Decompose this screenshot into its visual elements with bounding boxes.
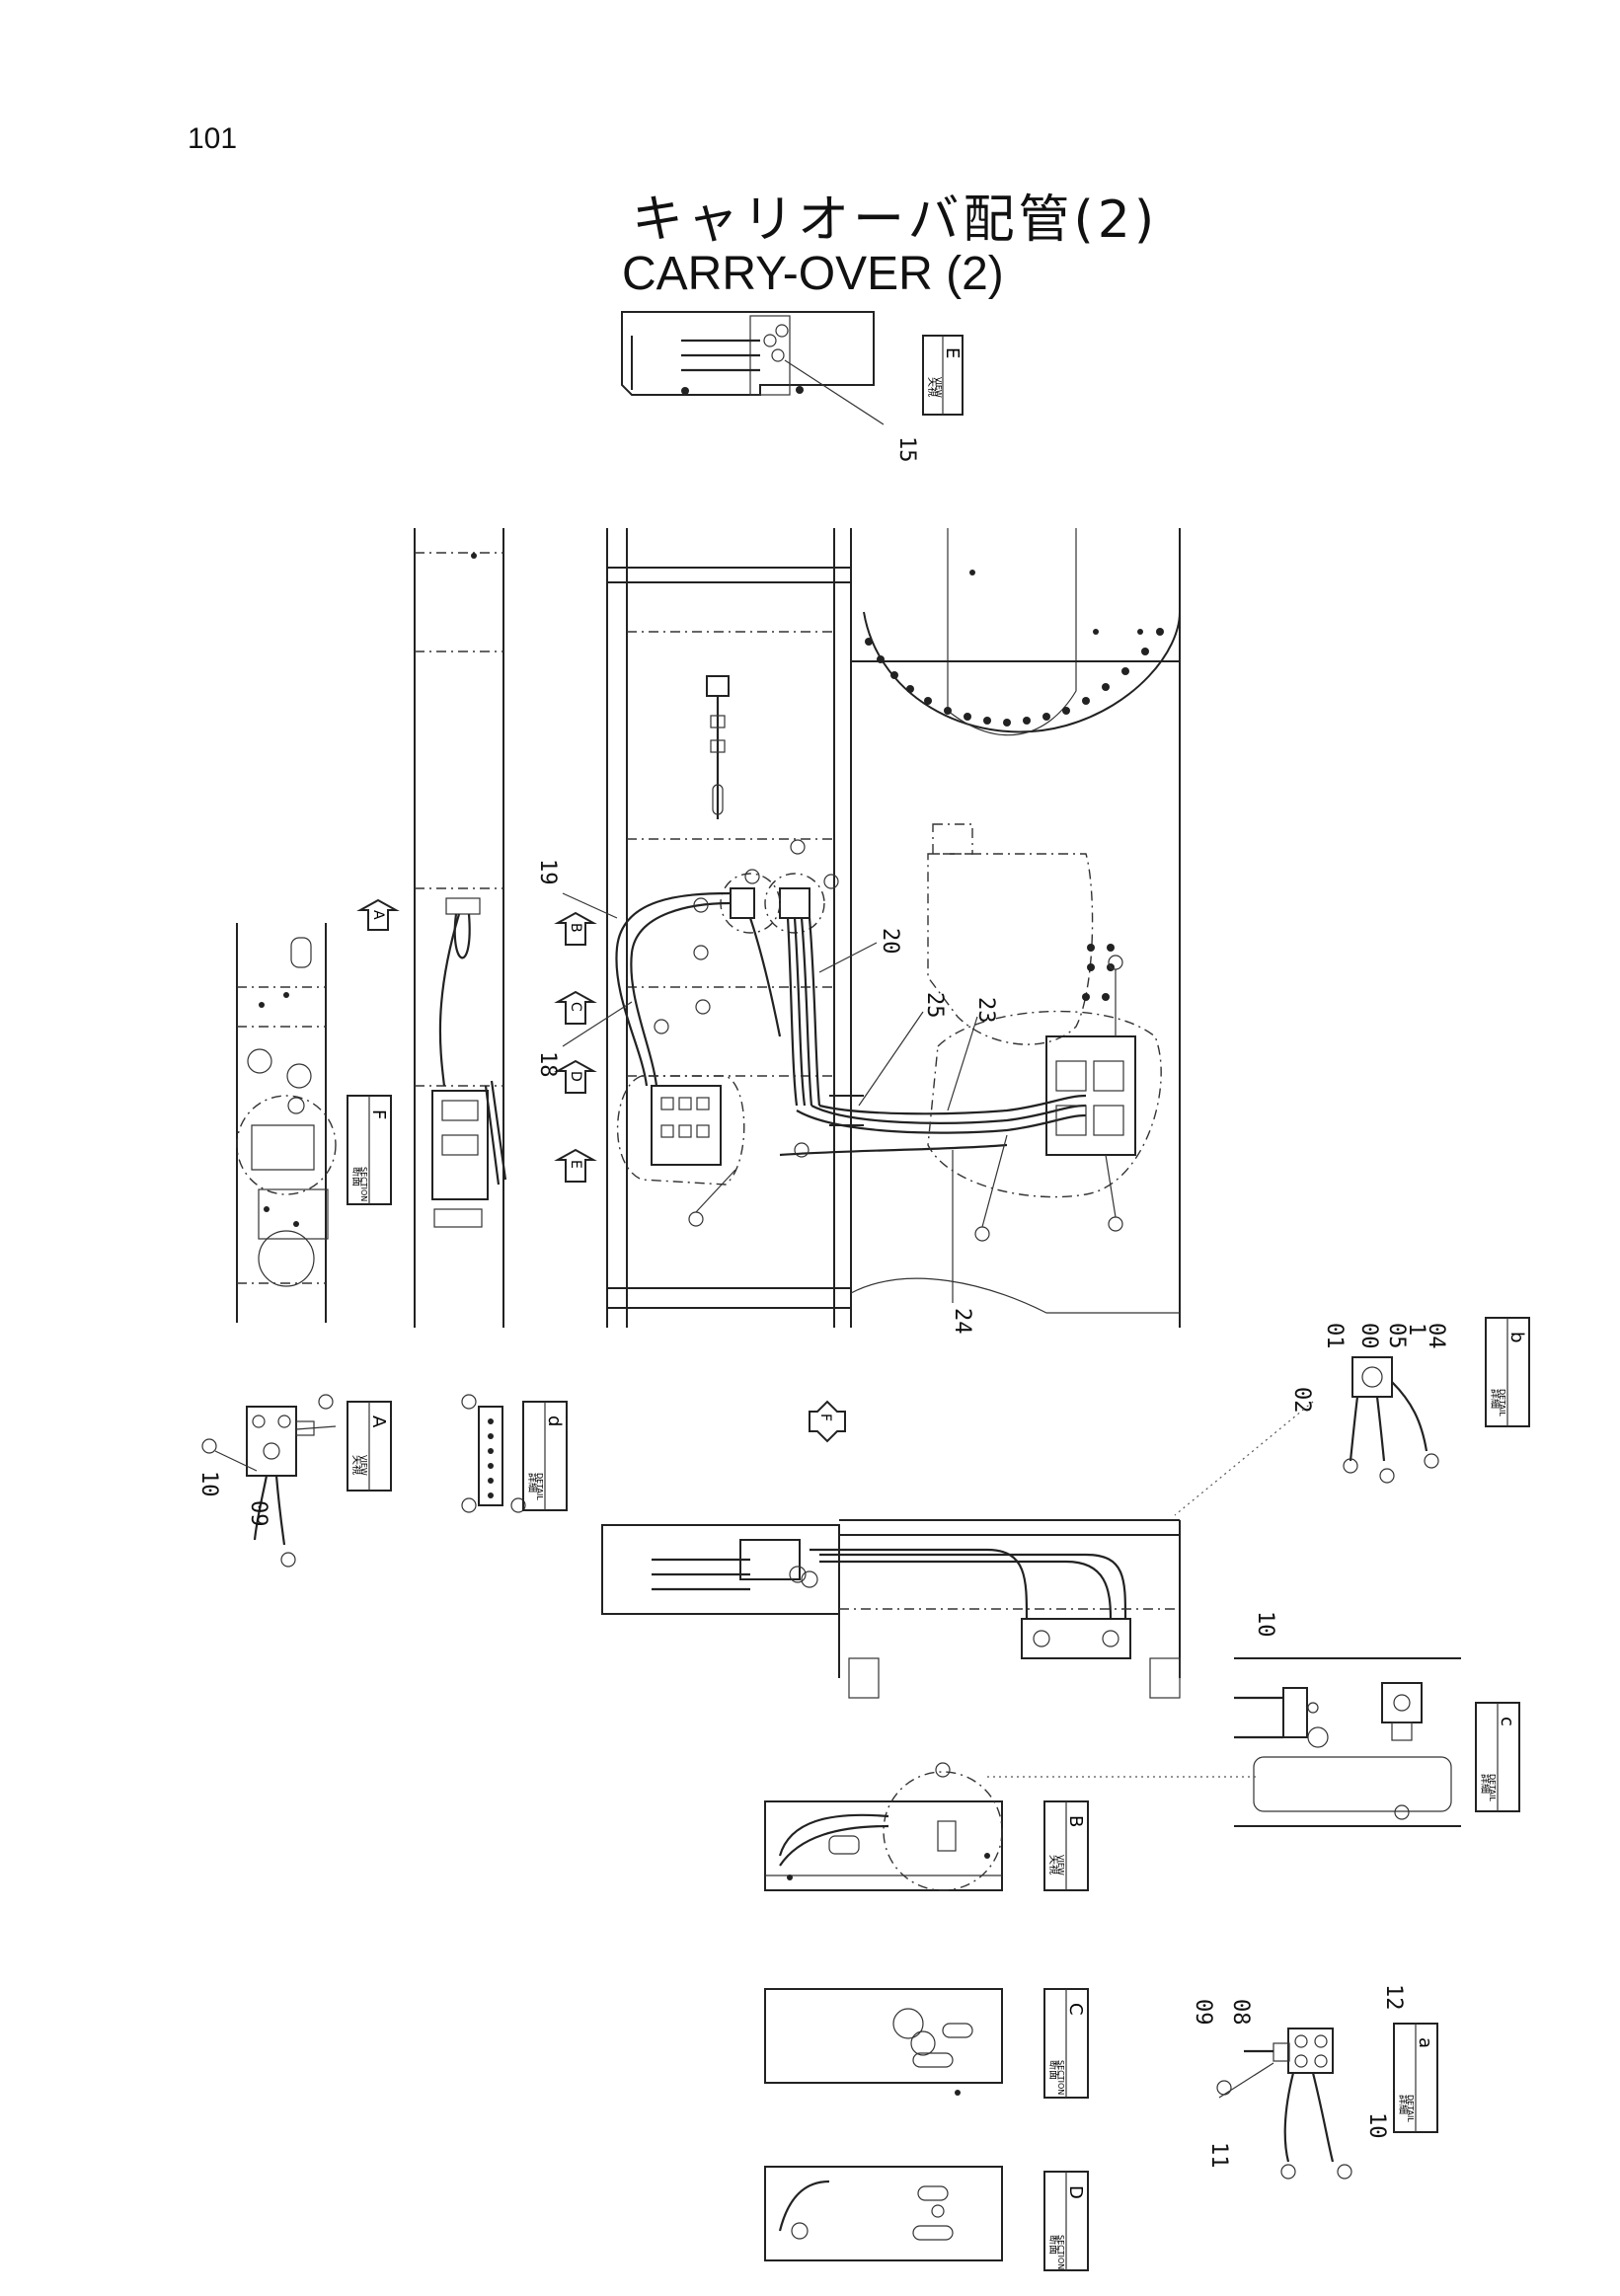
part-number-09-view-a: 09	[246, 1500, 270, 1527]
part-number-25: 25	[922, 992, 947, 1019]
detail-d-callout: 詳細 DETAIL d	[522, 1401, 568, 1511]
view-arrow-f: F	[809, 1400, 846, 1443]
view-arrow-b: B	[554, 911, 597, 946]
section-c-drawing	[764, 1988, 1003, 2096]
part-number-01-detail-b: 01	[1322, 1323, 1347, 1349]
section-c-kanji: 断面	[1047, 2060, 1060, 2080]
view-b-callout: 矢視 VIEW B	[1043, 1800, 1089, 1891]
view-arrow-d: D	[554, 1059, 597, 1094]
section-d-drawing	[764, 2166, 1003, 2261]
part-number-15: 15	[894, 436, 919, 463]
detail-c-kanji: 詳細	[1479, 1774, 1492, 1794]
view-e-kanji: 矢視	[926, 377, 939, 397]
view-e-letter: E	[942, 347, 963, 358]
detail-c-letter: c	[1497, 1717, 1517, 1726]
section-f-kanji: 断面	[350, 1167, 363, 1186]
part-number-11-detail-a: 11	[1206, 2142, 1231, 2169]
detail-d-letter: d	[544, 1416, 565, 1426]
view-arrow-b-letter: B	[568, 923, 583, 933]
view-b-kind: VIEW	[1056, 1855, 1065, 1875]
detail-c-callout: 詳細 DETAIL c	[1475, 1702, 1520, 1812]
detail-b-callout: 詳細 DETAIL b	[1485, 1317, 1530, 1427]
view-arrow-d-letter: D	[568, 1071, 583, 1082]
view-arrow-e-letter: E	[568, 1160, 583, 1169]
part-number-23: 23	[973, 997, 998, 1024]
detail-d-kind: DETAIL	[535, 1473, 544, 1500]
side-elevation-drawing	[601, 1519, 1181, 1699]
part-number-10-detail-a: 10	[1364, 2112, 1389, 2139]
detail-a-kanji: 詳細	[1397, 2095, 1410, 2114]
section-d-kanji: 断面	[1047, 2235, 1060, 2255]
view-a-drawing	[201, 1394, 337, 1568]
part-number-05-detail-b: 05	[1384, 1323, 1409, 1349]
view-arrow-c: C	[554, 990, 597, 1025]
detail-b-kanji: 詳細	[1489, 1389, 1502, 1409]
view-b-kanji: 矢視	[1047, 1855, 1060, 1875]
view-arrow-c-letter: C	[568, 1002, 583, 1012]
detail-a-callout: 詳細 DETAIL a	[1393, 2023, 1438, 2133]
detail-b-kind: DETAIL	[1498, 1389, 1506, 1416]
section-c-letter: C	[1065, 2003, 1086, 2016]
detail-a-drawing	[1216, 2028, 1352, 2180]
detail-a-letter: a	[1415, 2037, 1435, 2048]
view-b-letter: B	[1065, 1815, 1086, 1827]
detail-a-kind: DETAIL	[1406, 2095, 1415, 2122]
view-e-callout: 矢視 VIEW E	[922, 335, 964, 416]
section-f-letter: F	[368, 1110, 389, 1119]
part-number-02-detail-b: 02	[1289, 1387, 1314, 1414]
section-d-kind: SECTION	[1056, 2235, 1065, 2269]
view-e-kind: VIEW	[934, 377, 943, 398]
part-number-10-view-a: 10	[196, 1471, 221, 1497]
view-b-drawing	[764, 1762, 1003, 1891]
part-number-18: 18	[535, 1051, 560, 1078]
section-d-callout: 断面 SECTION D	[1043, 2171, 1089, 2271]
part-number-12-detail-a: 12	[1381, 1984, 1406, 2011]
turntable-bolt-circle	[865, 628, 1164, 727]
page-title-english: CARRY-OVER (2)	[622, 248, 1004, 300]
part-number-04-detail-b: 04	[1424, 1323, 1448, 1349]
section-f-callout: 断面 SECTION F	[347, 1095, 392, 1205]
detail-d-drawing	[461, 1394, 526, 1513]
detail-c-drawing	[1234, 1657, 1461, 1827]
part-number-24: 24	[950, 1308, 974, 1335]
part-number-00-detail-b: 00	[1356, 1323, 1381, 1349]
view-a-letter: A	[368, 1416, 389, 1428]
view-a-callout: 矢視 VIEW A	[347, 1401, 392, 1492]
detail-c-kind: DETAIL	[1488, 1774, 1497, 1801]
view-arrow-f-letter: F	[817, 1414, 833, 1421]
section-f-kind: SECTION	[359, 1167, 368, 1201]
detail-d-kanji: 詳細	[526, 1473, 539, 1492]
detail-b-drawing	[1343, 1356, 1439, 1484]
page-number: 101	[188, 122, 238, 155]
part-number-1-detail-b: 1	[1404, 1323, 1428, 1336]
section-f-drawing	[236, 923, 337, 1323]
view-a-kind: VIEW	[359, 1455, 368, 1476]
detail-b-letter: b	[1506, 1332, 1527, 1342]
view-arrow-a-letter: A	[370, 910, 386, 920]
section-c-callout: 断面 SECTION C	[1043, 1988, 1089, 2099]
part-number-10-detail-c: 10	[1253, 1611, 1277, 1638]
center-frame-column	[414, 528, 507, 1328]
section-c-kind: SECTION	[1056, 2060, 1065, 2095]
part-number-19: 19	[535, 859, 560, 885]
part-number-08-detail-a: 08	[1228, 1999, 1253, 2026]
part-number-20: 20	[878, 928, 902, 955]
view-e-drawing	[621, 311, 885, 425]
page-title-japanese: キャリオーバ配管(2)	[632, 191, 1159, 250]
section-d-letter: D	[1065, 2185, 1086, 2199]
part-number-09-detail-a: 09	[1191, 1999, 1215, 2026]
main-chassis-plan-view	[562, 528, 1181, 1328]
view-a-kanji: 矢視	[350, 1455, 363, 1475]
view-arrow-a: A	[356, 898, 400, 931]
view-arrow-e: E	[554, 1148, 597, 1183]
